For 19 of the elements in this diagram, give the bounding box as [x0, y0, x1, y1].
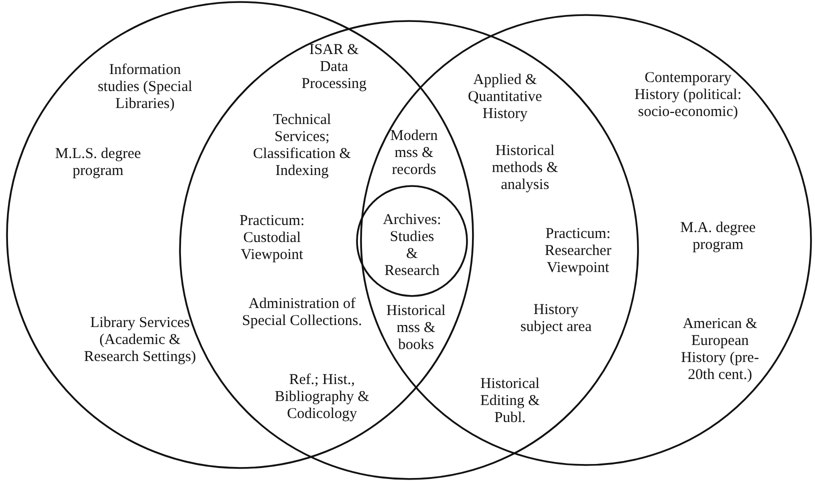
topic-label: Technical Services; Classification & Indexing — [252, 112, 352, 180]
topic-label: Applied & Quantitative History — [466, 72, 544, 123]
topic-label: Contemporary History (political: socio-economic) — [633, 70, 743, 121]
topic-label: Administration of Special Collections. — [241, 296, 363, 330]
topic-label: ISAR & Data Processing — [300, 42, 368, 93]
topic-label: Practicum: Custodial Viewpoint — [238, 213, 306, 264]
topic-label: American & European History (pre-20th cent.) — [680, 316, 760, 384]
center-label: Archives: Studies & Research — [382, 212, 442, 280]
topic-label: Historical Editing & Publ. — [479, 376, 541, 427]
topic-label: Ref.; Hist., Bibliography & Codicology — [274, 372, 370, 423]
topic-label: Historical methods & analysis — [490, 143, 560, 194]
topic-label: Library Services (Academic & Research Settings) — [82, 315, 198, 366]
topic-label: Historical mss & books — [385, 303, 447, 354]
topic-label: M.A. degree program — [679, 220, 757, 254]
topic-label: M.L.S. degree program — [54, 146, 142, 180]
topic-label: History subject area — [519, 302, 593, 336]
topic-label: Information studies (Special Libraries) — [96, 62, 194, 113]
topic-label: Practicum: Researcher Viewpoint — [544, 226, 612, 277]
topic-label: Modern mss & records — [389, 128, 439, 179]
